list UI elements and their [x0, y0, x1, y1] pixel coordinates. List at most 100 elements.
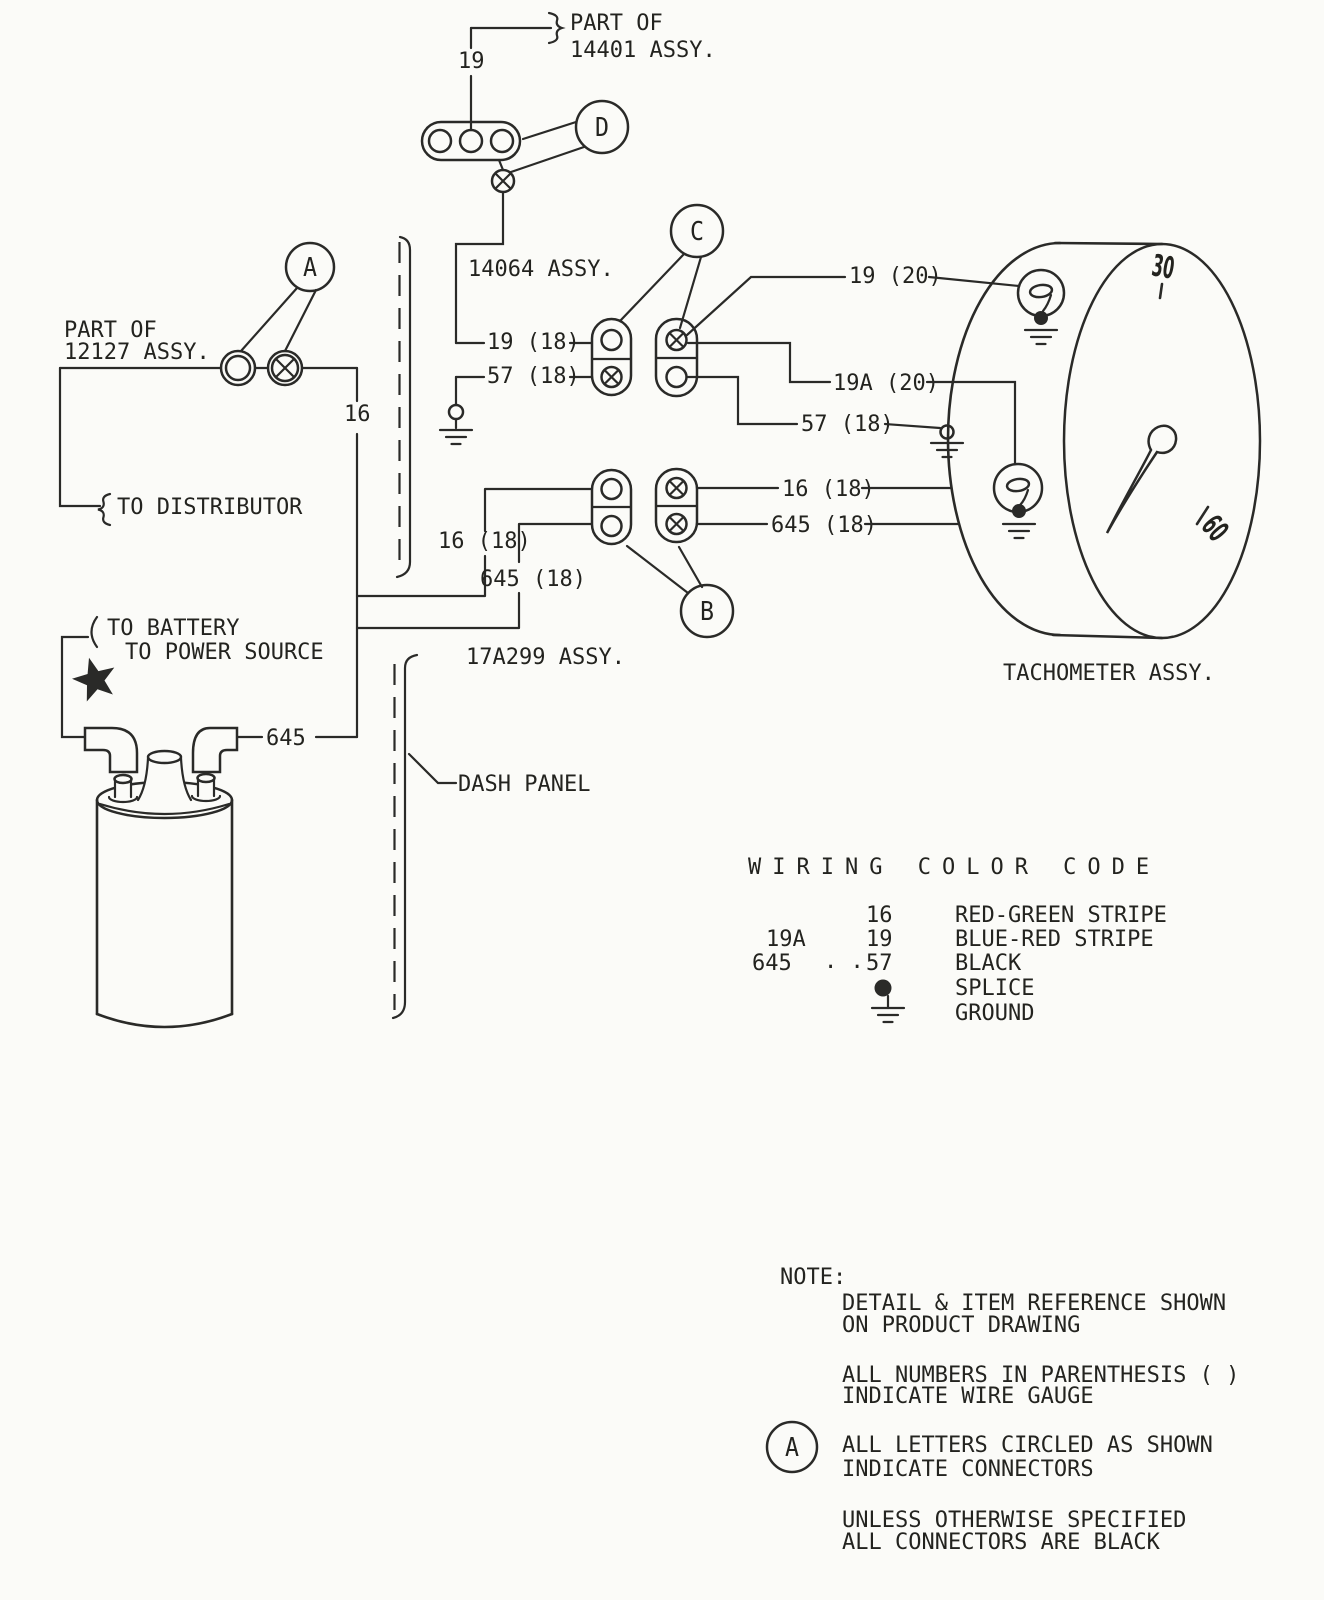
brace-icon: [97, 492, 112, 527]
connector-example-circle: [765, 1420, 819, 1474]
label-assy-17a299: 17A299 ASSY.: [466, 645, 625, 670]
label-part-of-left: PART OF: [64, 318, 157, 343]
tach-face: [1062, 242, 1262, 640]
connector-d-circle: [574, 99, 630, 155]
note2-line1: ALL NUMBERS IN PARENTHESIS ( ): [842, 1363, 1239, 1388]
connector-a-letter: A: [303, 253, 317, 283]
label-wire-19-18: 19 (18): [487, 330, 580, 355]
bulb-stub: [497, 158, 505, 172]
code-645: 645: [752, 951, 792, 976]
label-wire-19: 19: [458, 49, 485, 74]
label-wire-16-18-right: 16 (18): [782, 477, 875, 502]
wire-57-18-right: [685, 375, 799, 426]
label-dash-panel: DASH PANEL: [458, 772, 590, 797]
connector-c-leaders: [618, 252, 703, 330]
dash-panel: DASH PANEL: [391, 235, 590, 1020]
dash-panel-line-lower: [391, 653, 419, 1020]
terminal-collar: [107, 795, 139, 804]
wire-57-18-tail: [883, 422, 942, 430]
circled-x-terminal-icon: [600, 365, 623, 389]
circled-x-terminal-icon: [665, 476, 688, 500]
note4-line1: UNLESS OTHERWISE SPECIFIED: [842, 1508, 1186, 1533]
code-19: 19: [866, 927, 893, 952]
color-code-title: WIRING COLOR CODE: [748, 855, 1160, 880]
label-tachometer-assy: TACHOMETER ASSY.: [1003, 661, 1215, 686]
coil-tower-sides: [136, 756, 193, 802]
bulb-lower: [992, 462, 1044, 540]
connector-b-circle: [679, 583, 735, 639]
connector-c-letter: C: [690, 217, 704, 247]
distributor-assembly-12127: PART OF 12127 ASSY. TO DISTRIBUTOR A 16: [58, 241, 371, 739]
desc-ground: GROUND: [955, 1001, 1034, 1026]
dash-panel-leader: [407, 752, 458, 785]
desc-red-green: RED-GREEN STRIPE: [955, 903, 1167, 928]
label-assy-12127: 12127 ASSY.: [64, 340, 210, 365]
note2-line2: INDICATE WIRE GAUGE: [842, 1384, 1094, 1409]
dial-tick-30: [1158, 282, 1164, 300]
x-mark: [494, 172, 512, 190]
elbow-connector-left: [83, 726, 139, 774]
code-dots: . .: [824, 949, 864, 974]
ring-terminal-icon: [219, 349, 257, 387]
coil-tower-fill: [138, 757, 191, 801]
connector-d-letter: D: [595, 113, 609, 143]
coil-tower-top: [146, 749, 183, 765]
label-wire-57-18: 57 (18): [487, 364, 580, 389]
splice-dot-icon: [874, 979, 892, 997]
wire-19-20: [685, 275, 847, 337]
wire-16-18-route: [355, 487, 594, 598]
wire-to-distributor: [58, 366, 102, 508]
ground-symbol-icon: [438, 428, 474, 446]
top-assembly-14401: PART OF 14401 ASSY. 19 D: [420, 11, 716, 194]
bulb-filament: [1028, 283, 1054, 299]
tachometer-assembly: 30 60 TACHOMETER ASSY.: [946, 241, 1262, 686]
wire-19-20-tail: [927, 275, 1021, 288]
ring-terminal-inner: [224, 354, 252, 382]
label-to-battery: TO BATTERY: [107, 616, 239, 641]
x-mark: [274, 357, 296, 379]
connector-a-leaders: [239, 286, 318, 353]
splice-dot-icon: [1034, 311, 1048, 325]
label-assy-14064: 14064 ASSY.: [468, 257, 614, 282]
connector-body: [654, 467, 699, 544]
connector-hole: [600, 328, 623, 352]
connector-hole: [458, 128, 484, 154]
code-16: 16: [866, 903, 893, 928]
bulb-filament-tail: [1018, 488, 1030, 507]
bulb-filament-tail: [1041, 293, 1053, 313]
connector-hole: [665, 365, 688, 389]
coil-bottom: [95, 1012, 234, 1029]
bulb-upper: [1016, 268, 1066, 346]
note1-line1: DETAIL & ITEM REFERENCE SHOWN: [842, 1291, 1226, 1316]
ground-symbol-icon: [1001, 522, 1037, 540]
connector-b-leaders: [625, 544, 704, 595]
connector-a-circle: [284, 241, 336, 293]
x-mark: [668, 515, 685, 533]
label-wire-645: 645: [266, 726, 306, 751]
label-wire-645-18-right: 645 (18): [771, 513, 877, 538]
splice-dot-icon: [1012, 504, 1026, 518]
connector-b-letter: B: [700, 597, 714, 627]
tach-needle: [1105, 424, 1178, 534]
label-wire-16: 16: [344, 402, 371, 427]
dial-30: 30: [1149, 248, 1177, 286]
note3-line2: INDICATE CONNECTORS: [842, 1457, 1094, 1482]
three-hole-connector: [420, 120, 522, 162]
label-wire-645-18-mid: 645 (18): [480, 567, 586, 592]
code-57: 57: [866, 951, 893, 976]
harness-17a299: 16 (18) 645 (18) B 17A299 ASSY.: [355, 467, 735, 670]
x-mark: [668, 479, 685, 497]
coil-inner-rim: [98, 802, 231, 816]
wire-battery: [60, 635, 90, 739]
connector-hole: [600, 514, 623, 538]
label-assy-14401: 14401 ASSY.: [570, 38, 716, 63]
tach-drum-back: [946, 241, 1062, 637]
label-to-distributor: TO DISTRIBUTOR: [117, 495, 303, 520]
terminal-top: [196, 772, 216, 784]
label-wire-19-20: 19 (20): [849, 264, 942, 289]
label-part-of-top: PART OF: [570, 11, 663, 36]
wire-19-drop: [454, 190, 505, 345]
bulb-icon: [1016, 268, 1066, 318]
wire-19a-20: [686, 341, 832, 384]
label-wire-16-18-mid: 16 (18): [438, 529, 531, 554]
